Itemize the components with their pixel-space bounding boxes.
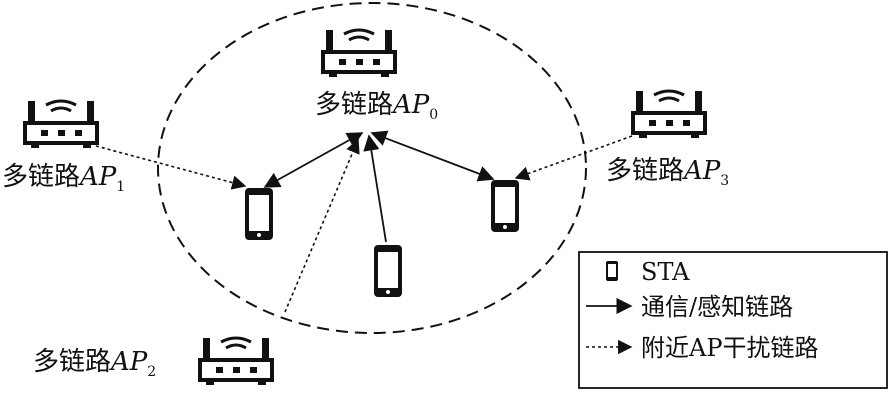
router-ap2-icon [198, 336, 274, 387]
interf-link-ap1 [95, 145, 247, 190]
legend-sta-label: STA [641, 258, 690, 286]
interf-link-ap2 [284, 138, 360, 313]
sta-phone-icon [374, 245, 402, 297]
legend-sta-icon [606, 261, 618, 281]
legend: STA 通信/感知链路 附近AP干扰链路 [578, 251, 888, 389]
router-ap3-icon [631, 89, 707, 140]
legend-comm-label: 通信/感知链路 [641, 293, 793, 321]
router-ap1-icon [23, 99, 99, 150]
interf-link-ap3 [514, 135, 633, 181]
comm-link-ap0-sta1 [263, 132, 364, 188]
legend-interf-label: 附近AP干扰链路 [641, 334, 818, 362]
legend-box [578, 251, 888, 389]
ap0-label: 多链路AP0 [315, 90, 438, 123]
sta-phone-icon [491, 180, 519, 232]
router-ap0-icon [321, 28, 397, 79]
ap1-label: 多链路AP1 [2, 162, 125, 195]
ap3-label: 多链路AP3 [606, 156, 729, 189]
comm-link-ap0-sta2 [370, 130, 495, 182]
comm-link-sta3-ap0 [363, 134, 387, 243]
coverage-ellipse [157, 2, 587, 334]
sta-phone-icon [245, 188, 273, 240]
ap2-label: 多链路AP2 [33, 347, 156, 380]
